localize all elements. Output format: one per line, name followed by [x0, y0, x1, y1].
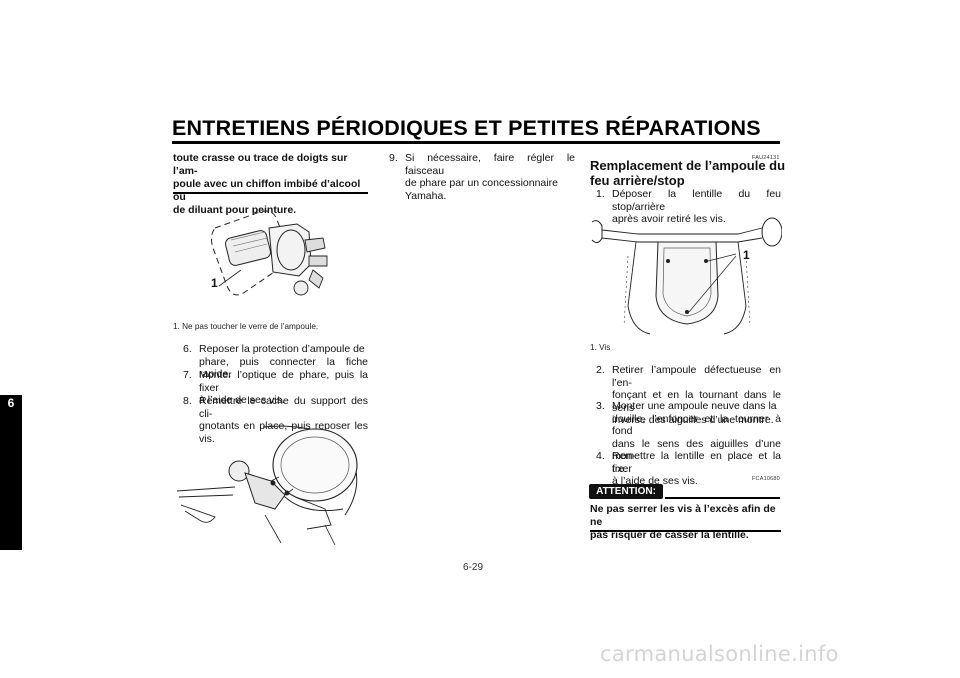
step-3: 3. Monter une ampoule neuve dans la doui…	[596, 400, 781, 475]
section-title-line: Remplacement de l’ampoule du	[590, 158, 786, 173]
step-line: Monter l’optique de phare, puis la fixer	[199, 369, 368, 394]
figure2-caption: 1. Vis	[590, 343, 611, 352]
warning-text: toute crasse ou trace de doigts sur l’am…	[173, 152, 368, 217]
header-rule	[172, 141, 780, 144]
step-4: 4. Remettre la lentille en place et la f…	[596, 450, 781, 487]
headlight-bulb-illustration	[210, 210, 328, 296]
step-number: 6.	[183, 343, 192, 355]
step-line: Retirer l’ampoule défectueuse en l’en-	[612, 364, 781, 389]
figure1-label: 1	[211, 276, 218, 290]
step-number: 2.	[596, 364, 605, 376]
step-line: de phare par un concessionnaire	[405, 177, 558, 190]
attention-text: Ne pas serrer les vis à l’excès afin de …	[590, 503, 782, 542]
step-line: à l’aide de ses vis.	[199, 394, 285, 407]
page-title: ENTRETIENS PÉRIODIQUES ET PETITES RÉPARA…	[172, 116, 761, 140]
attention-bottom-rule	[590, 530, 781, 532]
step-6: 6. Reposer la protection d’ampoule de ph…	[183, 343, 368, 380]
step-line: douille, l’enfoncer et la tourner à fond	[612, 412, 781, 438]
page-number: 6-29	[463, 562, 484, 573]
step-line: inverse des aiguilles d’une montre.	[612, 414, 774, 427]
step-number: 3.	[596, 400, 605, 412]
step-number: 8.	[183, 395, 192, 407]
warning-line: toute crasse ou trace de doigts sur l’am…	[173, 152, 348, 177]
warning-line: de diluant pour peinture.	[173, 204, 297, 216]
tail-light-illustration	[591, 217, 782, 335]
attention-line: pas risquer de casser la lentille.	[590, 529, 749, 541]
step-number: 1.	[596, 188, 605, 200]
step-number: 9.	[389, 152, 398, 164]
step-line: tre.	[612, 462, 628, 475]
step-2: 2. Retirer l’ampoule défectueuse en l’en…	[596, 364, 781, 426]
attention-line: Ne pas serrer les vis à l’excès afin de …	[590, 503, 776, 528]
headlight-assembly-illustration	[176, 425, 358, 546]
section-title: Remplacement de l’ampoule du feu arrière…	[590, 158, 790, 188]
attention-code: FCA10680	[752, 476, 780, 482]
attention-label: ATTENTION:	[589, 484, 663, 499]
section-title-line: feu arrière/stop	[590, 172, 685, 188]
warning-line: poule avec un chiffon imbibé d’alcool ou	[173, 178, 361, 203]
step-line: phare, puis connecter la fiche rapide.	[199, 355, 368, 381]
step-line: Reposer la protection d’ampoule de	[199, 343, 365, 355]
step-number: 4.	[596, 450, 605, 462]
step-line: Monter une ampoule neuve dans la	[612, 400, 777, 412]
step-1: 1. Déposer la lentille du feu stop/arriè…	[596, 188, 781, 225]
chapter-number: 6	[7, 396, 15, 410]
step-line: Yamaha.	[405, 189, 447, 202]
chapter-tab: 6	[0, 395, 22, 550]
figure1-caption: 1. Ne pas toucher le verre de l’ampoule.	[173, 322, 319, 331]
watermark: carmanualsonline.info	[600, 642, 839, 666]
section-code: FAU24131	[752, 155, 780, 161]
attention-rule	[665, 497, 780, 499]
step-8: 8. Remettre le cache du support des cli-…	[183, 395, 368, 445]
step-7: 7. Monter l’optique de phare, puis la fi…	[183, 369, 368, 406]
step-line: Remettre la lentille en place et la fixe…	[612, 450, 781, 475]
step-9: 9. Si nécessaire, faire régler le faisce…	[389, 152, 575, 202]
figure2-label: 1	[743, 248, 750, 262]
step-line: Si nécessaire, faire régler le faisceau	[405, 152, 575, 177]
step-number: 7.	[183, 369, 192, 381]
step-line: Remettre le cache du support des cli-	[199, 395, 368, 420]
step-line: Déposer la lentille du feu stop/arrière	[612, 188, 781, 213]
step-line: fonçant et en la tournant dans le sens	[612, 389, 781, 414]
warning-rule	[173, 192, 368, 194]
step-line: dans le sens des aiguilles d’une mon-	[612, 437, 781, 463]
step-line: après avoir retiré les vis.	[612, 213, 726, 226]
